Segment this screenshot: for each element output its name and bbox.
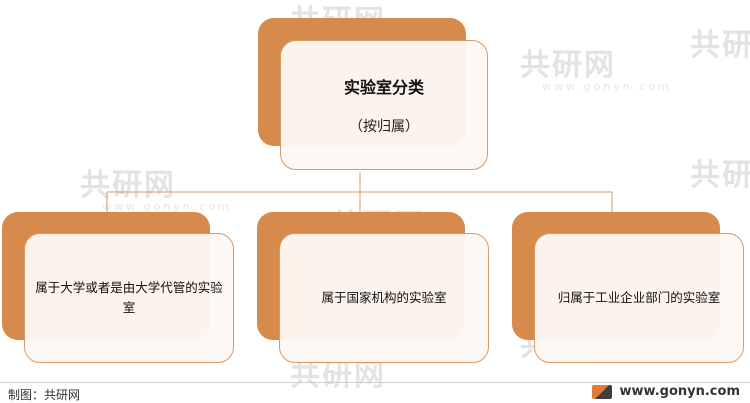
- root-title: 实验室分类: [343, 78, 424, 97]
- root-subtitle: （按归属）: [349, 119, 419, 135]
- footer-site-url: www.gonyn.com: [619, 384, 740, 399]
- footer-site: www.gonyn.com: [591, 384, 740, 399]
- node-3: 归属于工业企业部门的实验室: [534, 233, 744, 363]
- footer-source: 制图：共研网: [8, 388, 81, 402]
- footer-divider: [0, 382, 750, 383]
- watermark: 共研网: [290, 358, 386, 393]
- gonyn-logo-icon: [591, 384, 612, 399]
- node-2: 属于国家机构的实验室: [279, 233, 489, 363]
- node-2-text: 属于国家机构的实验室: [321, 290, 447, 305]
- root-node: 实验室分类 （按归属）: [280, 40, 488, 170]
- node-1: 属于大学或者是由大学代管的实验室: [24, 233, 234, 363]
- watermark: 共研网: [690, 158, 750, 193]
- node-3-text: 归属于工业企业部门的实验室: [557, 290, 721, 305]
- node-1-text: 属于大学或者是由大学代管的实验室: [35, 280, 223, 315]
- watermark: 共研网: [690, 28, 750, 63]
